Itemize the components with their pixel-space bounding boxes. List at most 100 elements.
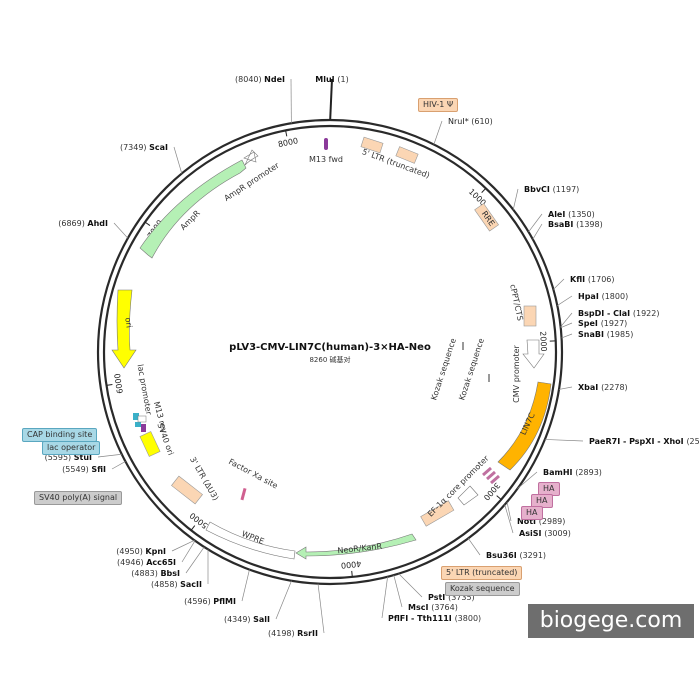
backbone-outer-ring xyxy=(96,118,564,586)
site-label-2: (7349) ScaI xyxy=(120,143,168,152)
site-label-30: NruI* (610) xyxy=(448,117,493,126)
tick-label-6000: 6000 xyxy=(113,373,125,394)
cmv-promoter-feature xyxy=(522,339,545,369)
site-line-14 xyxy=(393,574,403,608)
site-line-30 xyxy=(433,120,443,145)
hiv-psi-feature xyxy=(395,146,419,164)
badge-ha-1: HA xyxy=(538,482,560,496)
site-label-20: PaeR7I - PspXI - XhoI (2573) xyxy=(589,437,700,446)
site-label-14: MscI (3764) xyxy=(408,603,458,612)
site-label-10: (4596) PflMI xyxy=(184,597,236,606)
m13-rev-feature xyxy=(141,424,146,432)
site-line-18 xyxy=(506,501,512,522)
site-line-20 xyxy=(544,439,584,442)
lac-operator-feature xyxy=(133,413,139,420)
site-label-9: (4858) SacII xyxy=(151,580,202,589)
site-label-0: MluI (1) xyxy=(315,75,349,84)
site-line-25 xyxy=(557,295,573,306)
tick-8000 xyxy=(285,130,288,137)
site-label-12: (4198) RsrII xyxy=(268,629,318,638)
badge-hiv-psi: HIV-1 Ψ xyxy=(418,98,459,112)
site-line-22 xyxy=(561,333,573,339)
sv40ori-feature xyxy=(139,431,161,457)
tick-label-3000: 3000 xyxy=(482,481,502,502)
tick-6000 xyxy=(106,384,113,386)
site-label-24: BspDI - ClaI (1922) xyxy=(578,309,659,318)
rre-feature xyxy=(474,203,499,232)
site-line-5 xyxy=(111,461,126,470)
ampr-feature xyxy=(139,159,247,259)
site-line-24 xyxy=(560,312,573,328)
ampr-promoter-feature xyxy=(243,149,259,166)
restriction-site-labels: MluI (1) (8040) NdeI (7349) ScaI (6869) Ahd… xyxy=(45,75,700,638)
neor-feature xyxy=(295,533,417,560)
site-label-22: SnaBI (1985) xyxy=(578,330,633,339)
site-line-15 xyxy=(398,573,423,598)
tick-3000 xyxy=(496,495,502,500)
label-neor: NeoR/KanR xyxy=(337,542,383,556)
site-line-12 xyxy=(317,583,325,634)
tick-5000 xyxy=(190,525,196,531)
wpre-feature xyxy=(205,521,296,560)
site-line-6 xyxy=(171,539,195,552)
tick-1000 xyxy=(481,187,487,193)
site-line-27 xyxy=(532,223,543,240)
site-label-1: (8040) NdeI xyxy=(235,75,285,84)
label-cmv: CMV promoter xyxy=(512,344,521,402)
label-ef1a: EF-1α core promoter xyxy=(426,453,491,518)
lin7c-feature xyxy=(497,381,552,471)
site-label-23: SpeI (1927) xyxy=(578,319,627,328)
site-line-13 xyxy=(381,576,388,619)
site-label-5: (5549) SfiI xyxy=(62,465,106,474)
badge-cap-binding-site: CAP binding site xyxy=(22,428,98,442)
label-lacp: lac promoter xyxy=(136,364,154,417)
site-label-3: (6869) AhdI xyxy=(58,219,108,228)
site-label-21: XbaI (2278) xyxy=(578,383,628,392)
ef1a-promoter-feature xyxy=(457,485,479,506)
tick-label-8000: 8000 xyxy=(277,136,299,149)
site-line-28 xyxy=(528,213,543,233)
site-label-19: BamHI (2893) xyxy=(543,468,602,477)
badge-ltr5-truncated: 5' LTR (truncated) xyxy=(441,566,523,580)
ori-feature xyxy=(111,289,137,369)
kozak-mark-2 xyxy=(488,374,490,382)
badge-lac-operator: lac operator xyxy=(42,441,101,455)
tick-4000 xyxy=(351,570,353,577)
site-line-11 xyxy=(275,580,292,620)
site-label-17: AsiSI (3009) xyxy=(519,529,571,538)
label-m13fwd: M13 fwd xyxy=(309,155,343,164)
plasmid-size: 8260 碱基对 xyxy=(309,355,350,364)
backbone-inner-ring xyxy=(102,124,558,580)
site-line-4 xyxy=(97,453,122,458)
ltr5-trunc-feature xyxy=(420,500,455,527)
ltr3-feature xyxy=(171,475,203,505)
site-line-26 xyxy=(553,278,565,290)
site-line-10 xyxy=(241,569,250,602)
restriction-site-lines xyxy=(97,78,584,634)
site-label-26: KflI (1706) xyxy=(570,275,615,284)
lac-promoter-feature xyxy=(137,415,147,423)
tick-marks: 10002000300040005000600070008000 xyxy=(106,130,556,577)
label-factorxa: Factor Xa site xyxy=(227,457,279,491)
site-line-7 xyxy=(181,540,196,563)
site-label-6: (4950) KpnI xyxy=(116,547,166,556)
ha-tag-features xyxy=(482,466,500,485)
tick-label-2000: 2000 xyxy=(538,331,548,352)
m13-fwd-feature xyxy=(324,138,328,150)
label-m13rev: M13 rev xyxy=(152,401,169,435)
site-label-16: Bsu36I (3291) xyxy=(486,551,546,560)
label-kozak2: Kozak sequence xyxy=(457,337,486,401)
tick-label-4000: 4000 xyxy=(341,559,362,570)
cppt-feature xyxy=(523,305,537,327)
site-line-2 xyxy=(173,146,183,174)
site-line-19 xyxy=(517,471,538,489)
site-label-18: NotI (2989) xyxy=(517,517,565,526)
site-label-28: AleI (1350) xyxy=(548,210,595,219)
badge-ha-3: HA xyxy=(521,506,543,520)
label-ori: ori xyxy=(123,317,133,329)
site-label-25: HpaI (1800) xyxy=(578,292,628,301)
site-label-4: (5595) StuI xyxy=(45,453,92,462)
site-line-8 xyxy=(185,546,205,574)
kozak-mark-1 xyxy=(462,342,464,350)
